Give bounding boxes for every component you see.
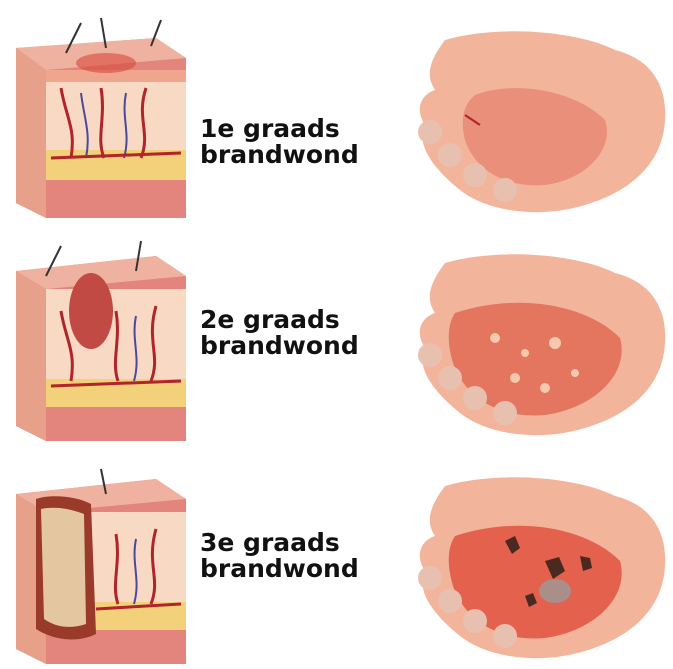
burn-label-third-degree: 3e graads brandwond bbox=[200, 530, 400, 582]
burn-label-second-degree: 2e graads brandwond bbox=[200, 307, 400, 359]
burn-label-line1: 3e graads bbox=[200, 530, 400, 556]
burn-row-third-degree: 3e graads brandwond bbox=[0, 446, 673, 669]
skin-cross-section-second-degree bbox=[6, 231, 192, 441]
burn-row-second-degree: 2e graads brandwond bbox=[0, 223, 673, 446]
burned-hand-third-degree bbox=[405, 466, 673, 666]
burn-row-first-degree: 1e graads brandwond bbox=[0, 0, 673, 223]
burn-label-line1: 1e graads bbox=[200, 116, 400, 142]
skin-cross-section-third-degree bbox=[6, 454, 192, 664]
burn-label-line2: brandwond bbox=[200, 333, 400, 359]
burned-hand-first-degree bbox=[405, 20, 673, 220]
burn-label-line2: brandwond bbox=[200, 142, 400, 168]
skin-cross-section-first-degree bbox=[6, 8, 192, 218]
burn-label-line2: brandwond bbox=[200, 556, 400, 582]
burn-label-first-degree: 1e graads brandwond bbox=[200, 116, 400, 168]
burned-hand-second-degree bbox=[405, 243, 673, 443]
burn-label-line1: 2e graads bbox=[200, 307, 400, 333]
